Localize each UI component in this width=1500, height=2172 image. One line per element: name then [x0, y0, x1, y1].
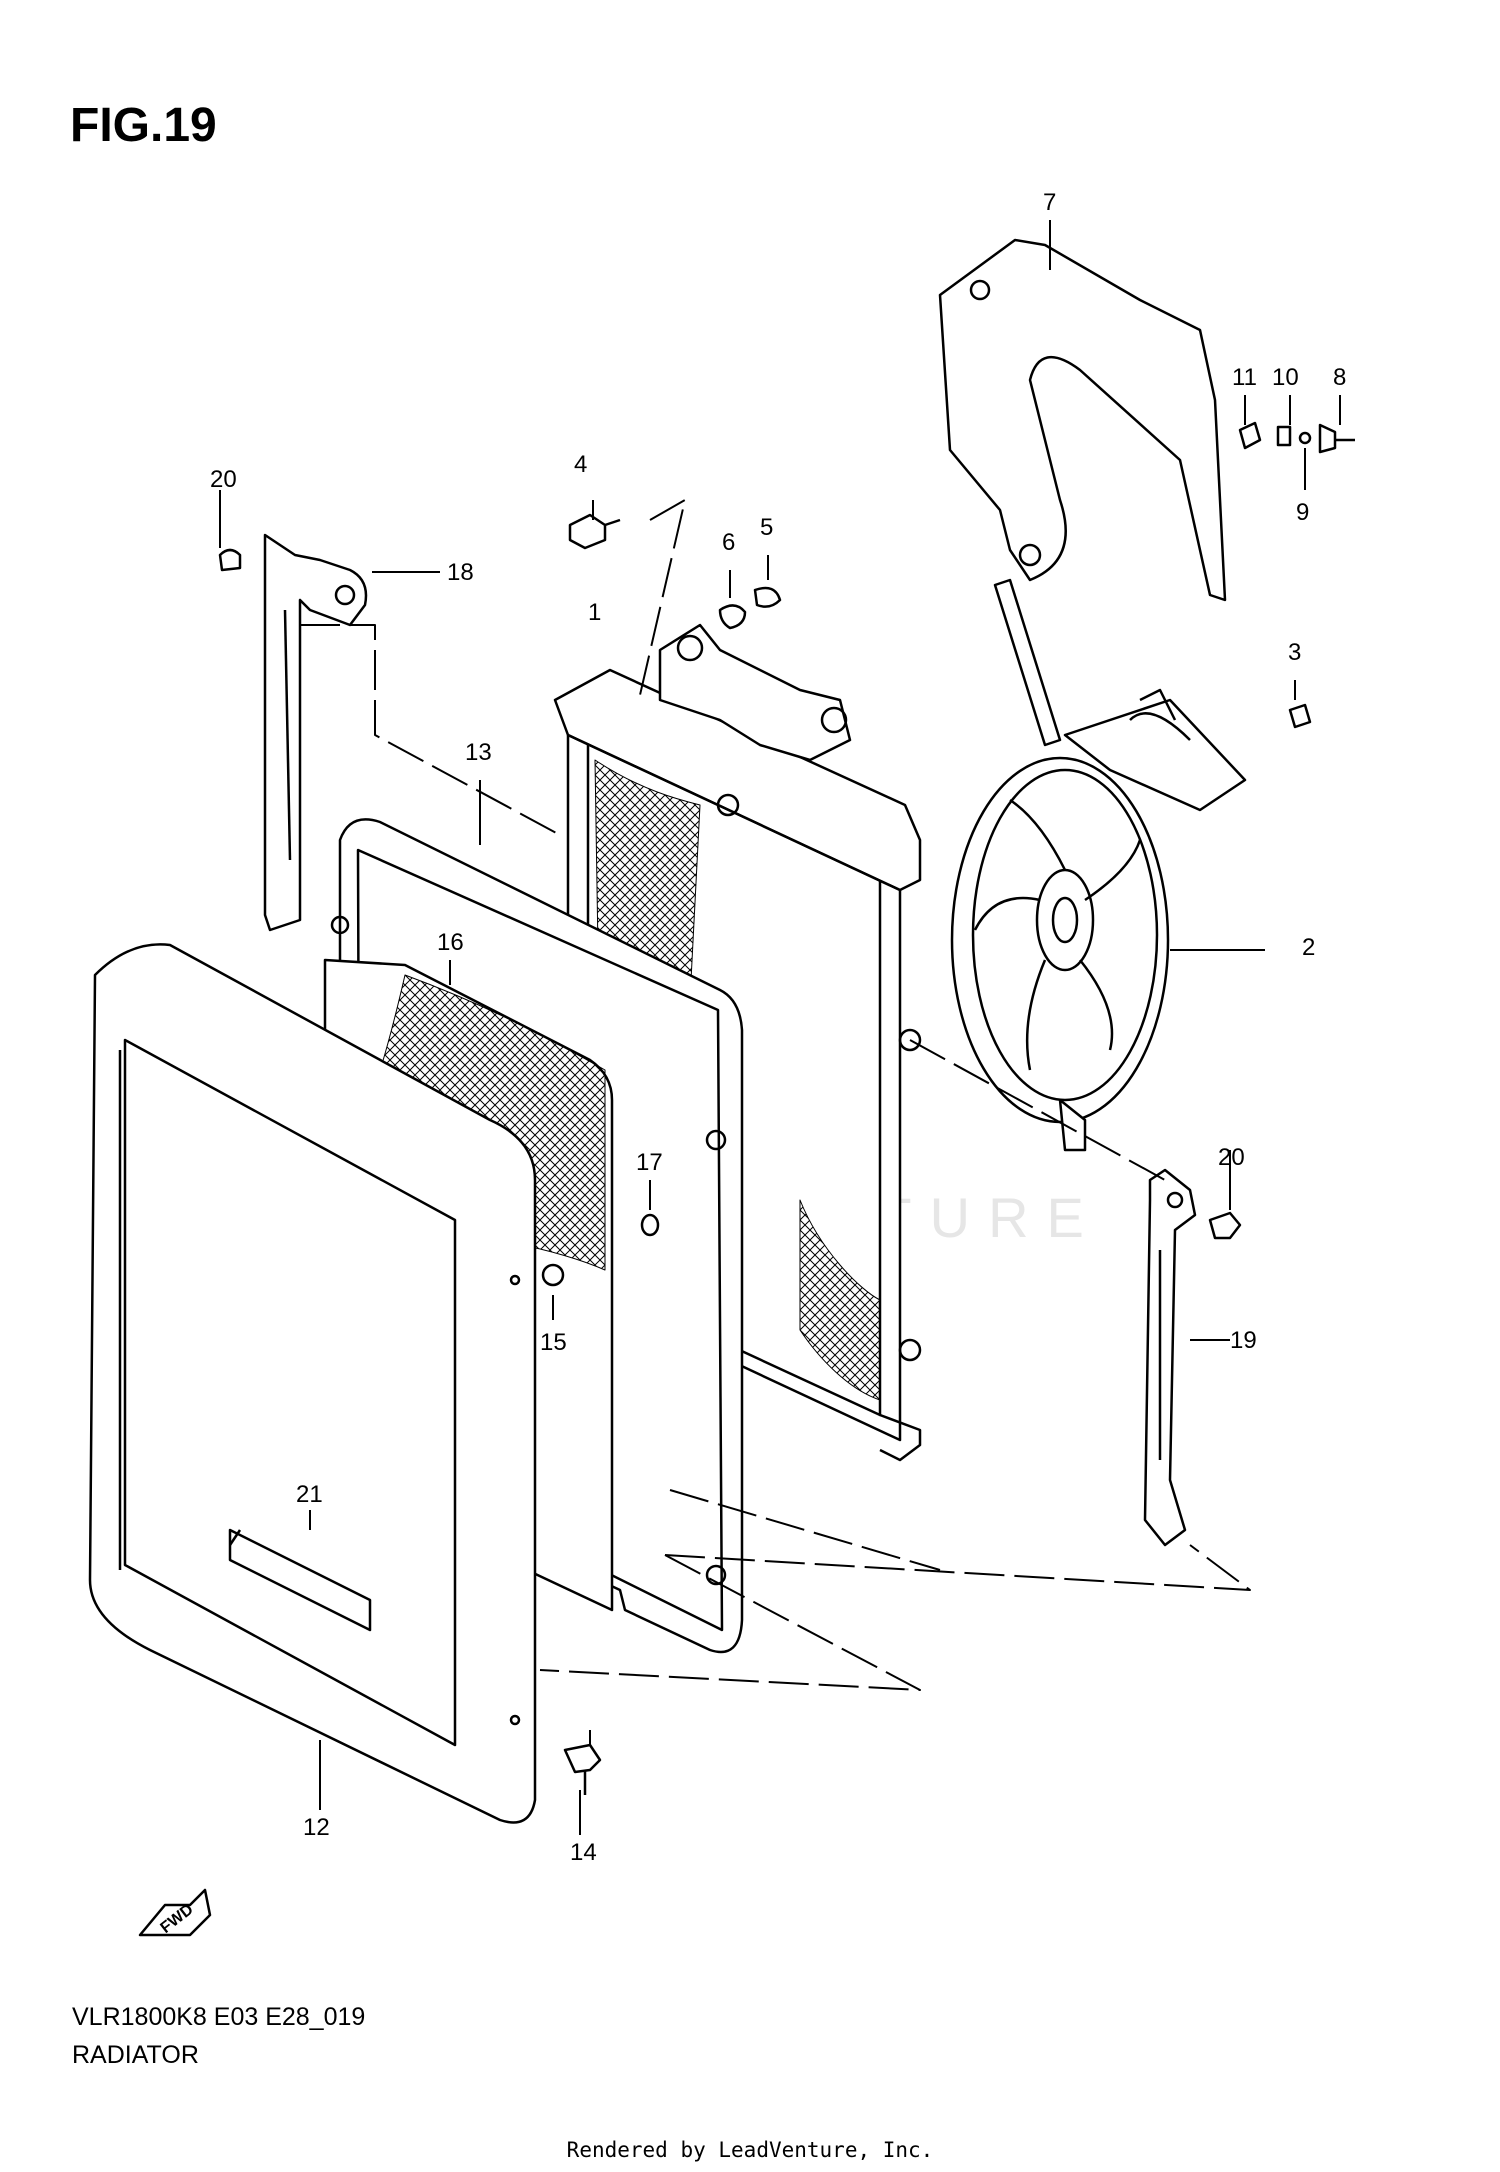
callout-18: 18: [447, 559, 474, 586]
callout-10: 10: [1272, 364, 1299, 391]
fan-shroud-bracket: [938, 238, 1227, 602]
cooling-fan: [950, 578, 1247, 1152]
callout-20-left: 20: [210, 466, 237, 493]
figure-title: FIG.19: [70, 99, 217, 152]
bolt-washer-hardware: [1238, 421, 1355, 454]
right-mount-bracket: [1143, 1168, 1197, 1547]
callout-2: 2: [1302, 934, 1315, 961]
callout-11: 11: [1232, 364, 1257, 391]
section-name: RADIATOR: [72, 2041, 199, 2069]
render-credit: Rendered by LeadVenture, Inc.: [566, 2138, 934, 2162]
left-mount-bracket: [263, 533, 368, 932]
callout-4: 4: [574, 451, 587, 478]
callout-8: 8: [1333, 364, 1346, 391]
callout-12: 12: [303, 1814, 330, 1841]
fwd-arrow: [138, 1888, 212, 1937]
callout-3: 3: [1288, 639, 1301, 666]
radiator-cover: [88, 943, 537, 1824]
callout-6: 6: [722, 529, 735, 556]
callout-15: 15: [540, 1329, 567, 1356]
callout-13: 13: [465, 739, 492, 766]
fasteners: [218, 513, 1312, 1795]
callout-21: 21: [296, 1481, 323, 1508]
callout-7: 7: [1043, 189, 1056, 216]
callout-17: 17: [636, 1149, 663, 1176]
reference-dashed-lines: [300, 499, 1251, 1691]
callout-19: 19: [1230, 1327, 1257, 1354]
callout-16: 16: [437, 929, 464, 956]
callout-1: 1: [588, 599, 601, 626]
callout-20-right: 20: [1218, 1144, 1245, 1171]
callout-14: 14: [570, 1839, 597, 1866]
model-code: VLR1800K8 E03 E28_019: [72, 2003, 366, 2031]
callout-5: 5: [760, 514, 773, 541]
callout-9: 9: [1296, 499, 1309, 526]
leader-lines: [219, 220, 1341, 1835]
